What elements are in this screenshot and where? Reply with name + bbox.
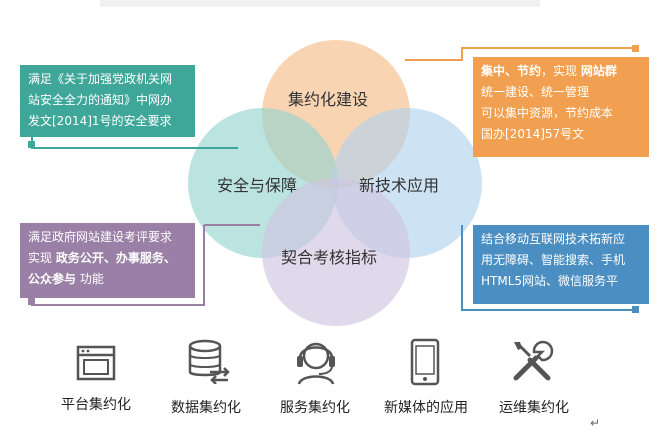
blue-line-1: 结合移动互联网技术拓新应 [481, 232, 626, 246]
green-line-1: 满足《关于加强党政机关网 [28, 72, 173, 86]
circle-label-left: 安全与保障 [217, 176, 298, 195]
purple-bold-1: 政务公开、办事服务、 [55, 251, 176, 265]
orange-bold-a: 集中、节约 [481, 64, 542, 78]
connector-dot-green [28, 141, 35, 148]
icon-label-service: 服务集约化 [280, 400, 350, 416]
circle-label-right: 新技术应用 [359, 176, 440, 195]
purple-post: 功能 [76, 272, 104, 286]
top-strip [100, 0, 540, 7]
purple-line-3: 公众参与 功能 [28, 269, 187, 290]
orange-line-1: 集中、节约，实现 网站群 [481, 61, 641, 82]
intensive-construction-box: 集中、节约，实现 网站群 统一建设、统一管理 可以集中资源，节约成本 国办[20… [473, 57, 649, 157]
window-icon [76, 345, 116, 381]
connector-dot-blue [632, 306, 639, 313]
new-tech-box: 结合移动互联网技术拓新应 用无障碍、智能搜索、手机 HTML5网站、微信服务平 [473, 225, 649, 304]
orange-line-3: 可以集中资源，节约成本 [481, 106, 614, 120]
phone-icon [410, 338, 440, 386]
circle-label-top: 集约化建设 [288, 90, 369, 109]
icon-label-data: 数据集约化 [171, 400, 241, 416]
blue-line-3: HTML5网站、微信服务平 [481, 274, 619, 288]
orange-bold-b: 网站群 [580, 64, 617, 78]
headset-icon [297, 342, 335, 385]
icon-label-new-media: 新媒体的应用 [384, 400, 468, 416]
purple-line-2: 实现 政务公开、办事服务、 [28, 248, 187, 269]
circle-label-bottom: 契合考核指标 [281, 248, 378, 267]
green-line-2: 站安全全力的通知》中网办 [28, 93, 173, 107]
green-line-3: 发文[2014]1号的安全要求 [28, 114, 172, 128]
purple-line-1: 满足政府网站建设考评要求 [28, 230, 173, 244]
circle-assessment [262, 178, 410, 326]
tools-icon [513, 340, 554, 381]
security-requirement-box: 满足《关于加强党政机关网 站安全全力的通知》中网办 发文[2014]1号的安全要… [20, 65, 195, 137]
orange-mid: ，实现 [541, 64, 581, 78]
assessment-box: 满足政府网站建设考评要求 实现 政务公开、办事服务、 公众参与 功能 [20, 223, 195, 298]
return-mark: ↵ [590, 416, 601, 430]
orange-line-2: 统一建设、统一管理 [481, 85, 590, 99]
icon-label-platform: 平台集约化 [61, 397, 131, 413]
purple-pre: 实现 [28, 251, 56, 265]
connector-dot-purple [28, 298, 35, 305]
database-icon [188, 339, 230, 384]
orange-line-4: 国办[2014]57号文 [481, 127, 585, 141]
purple-bold-2: 公众参与 [28, 272, 77, 286]
icon-label-ops: 运维集约化 [499, 400, 569, 416]
blue-line-2: 用无障碍、智能搜索、手机 [481, 253, 626, 267]
connector-dot-orange [632, 45, 639, 52]
